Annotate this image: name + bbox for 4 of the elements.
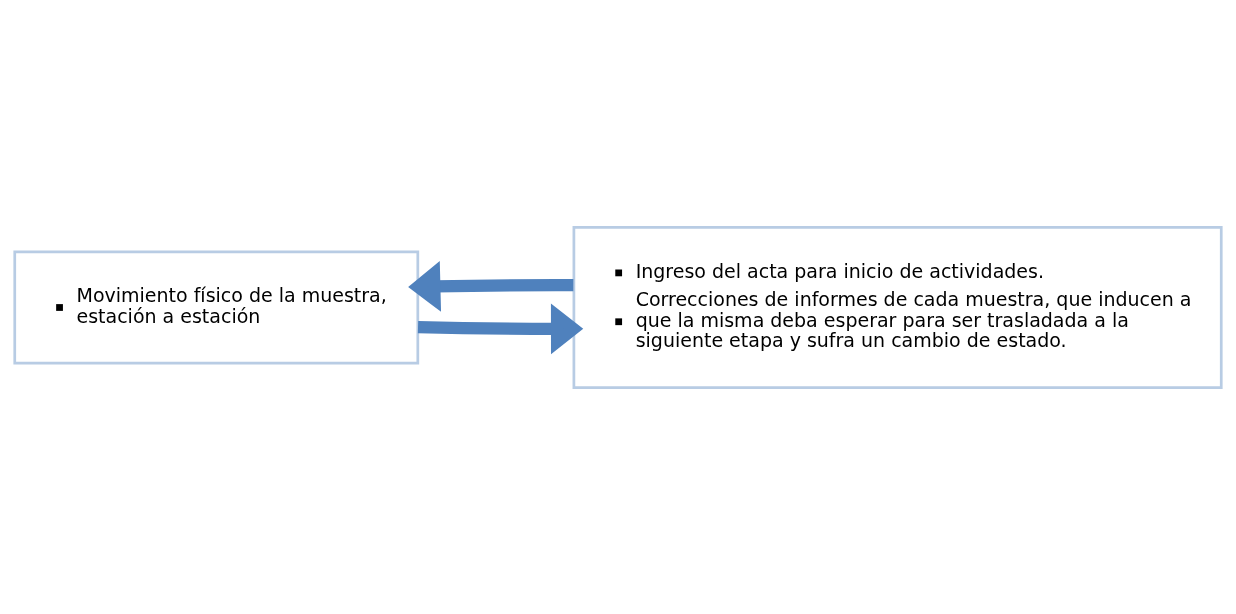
arrow — [408, 260, 574, 312]
arrow — [417, 303, 584, 354]
node-box: Ingreso del acta para inicio de actividades. Correcciones de informes de cada muestra, que inducen a que la misma deba esperar para ser trasladada a la siguiente etapa y sufra un cambio de estado. — [572, 225, 1223, 389]
node-box: Movimiento físico de la muestra, estación a estación — [13, 250, 420, 364]
